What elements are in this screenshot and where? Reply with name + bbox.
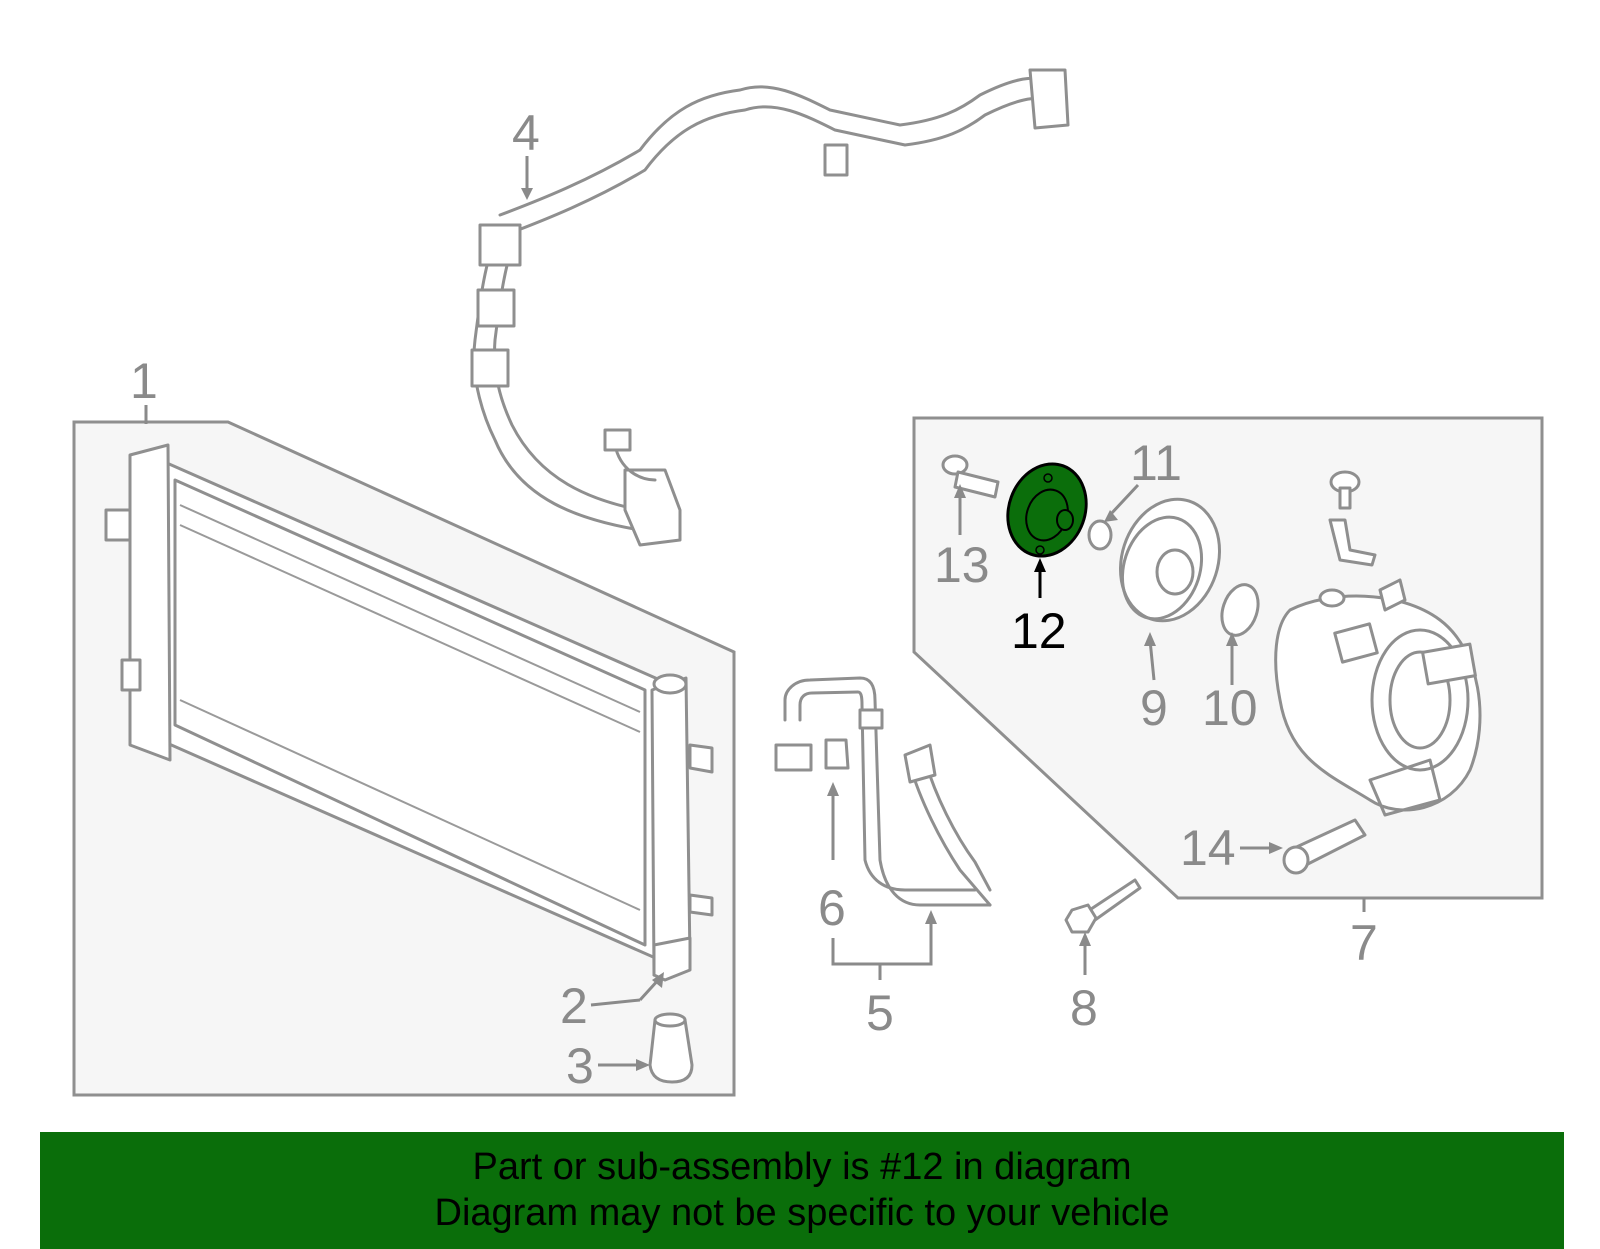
callout-3: 3 xyxy=(566,1038,594,1094)
callout-13: 13 xyxy=(934,537,990,593)
pulley-part xyxy=(1118,497,1222,623)
clutch-hub-part-highlighted xyxy=(1006,462,1088,558)
condenser-part xyxy=(104,443,714,982)
callout-6: 6 xyxy=(818,880,846,936)
liquid-line-part xyxy=(774,676,992,907)
callout-1: 1 xyxy=(130,353,158,409)
callout-5: 5 xyxy=(866,985,894,1041)
callout-7: 7 xyxy=(1350,915,1378,971)
callout-2: 2 xyxy=(560,978,588,1034)
bolt-13-part xyxy=(941,454,1000,499)
callout-4: 4 xyxy=(512,105,540,161)
pressure-switch-part xyxy=(1282,818,1367,875)
clutch-hub-plate xyxy=(1006,462,1088,558)
callout-14: 14 xyxy=(1180,820,1236,876)
callout-10: 10 xyxy=(1202,680,1258,736)
callout-11: 11 xyxy=(1130,435,1182,491)
receiver-plug-part xyxy=(648,1012,694,1084)
callout-8: 8 xyxy=(1070,980,1098,1036)
bolt-8-part xyxy=(1064,878,1142,934)
leader-lines xyxy=(144,156,1366,1071)
shim-ring-part xyxy=(1087,519,1113,551)
banner-line-disclaimer: Diagram may not be specific to your vehi… xyxy=(434,1192,1170,1234)
hose-assembly-part xyxy=(470,68,1070,547)
callout-9: 9 xyxy=(1140,680,1168,736)
bracket-part xyxy=(1328,470,1377,567)
banner-line-part-number: Part or sub-assembly is #12 in diagram xyxy=(472,1146,1132,1188)
callout-12: 12 xyxy=(1011,603,1067,659)
compressor-part xyxy=(1274,578,1482,817)
info-banner: Part or sub-assembly is #12 in diagram D… xyxy=(40,1132,1564,1249)
